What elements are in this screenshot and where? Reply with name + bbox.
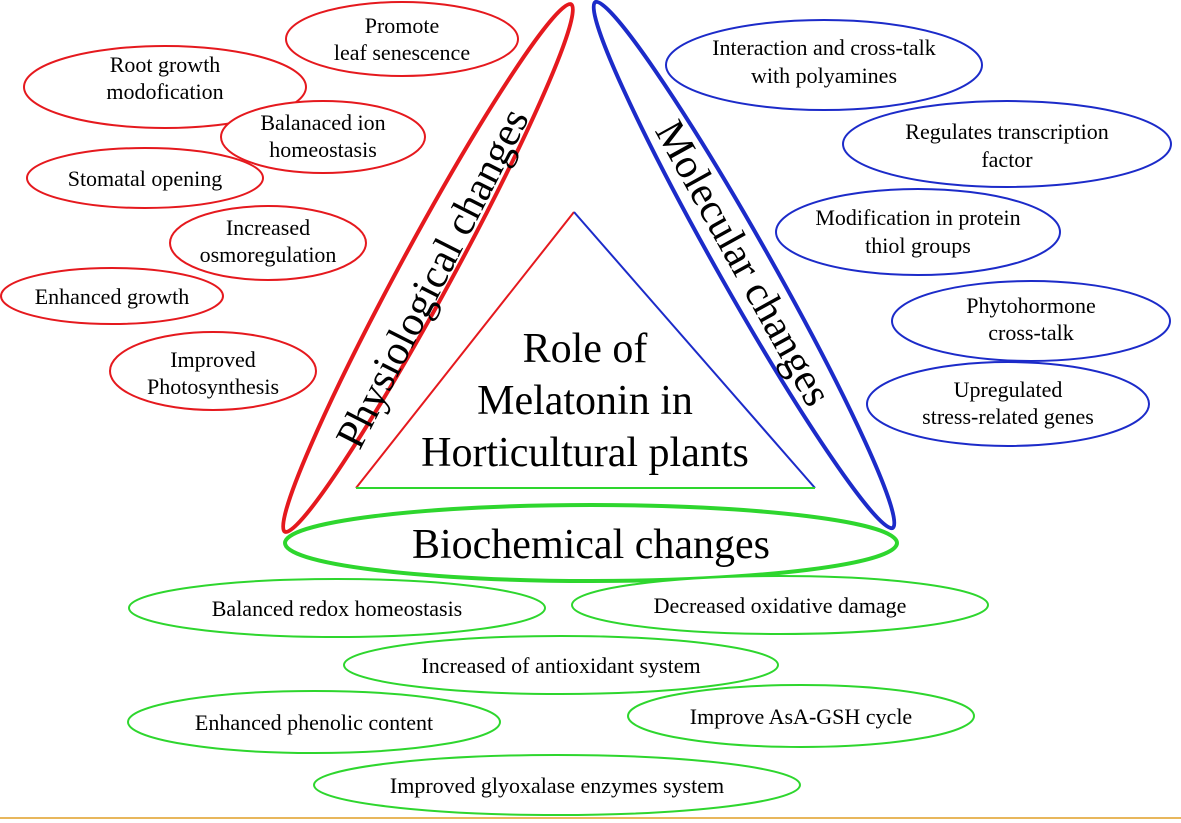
molecular-item: Phytohormone cross-talk (891, 280, 1171, 362)
physiological-item: Increased osmoregulation (169, 205, 367, 281)
item-label: factor (981, 147, 1033, 172)
physiological-item: Improved Photosynthesis (109, 331, 317, 411)
item-label: Promote (365, 13, 440, 38)
biochemical-items: Balanced redox homeostasis Decreased oxi… (127, 575, 989, 816)
item-label: Balanced redox homeostasis (212, 596, 463, 621)
molecular-item: Upregulated stress-related genes (866, 361, 1150, 447)
item-ellipse (285, 1, 519, 77)
item-label: Root growth (110, 52, 221, 77)
physiological-item: Balanaced ion homeostasis (220, 100, 426, 174)
molecular-item: Regulates transcription factor (842, 100, 1172, 188)
item-ellipse (127, 690, 501, 754)
biochemical-item: Improved glyoxalase enzymes system (313, 754, 801, 816)
item-ellipse (571, 575, 989, 635)
item-ellipse (665, 19, 983, 111)
item-ellipse (169, 205, 367, 281)
item-label: leaf senescence (334, 40, 470, 65)
item-label: Upregulated (954, 377, 1063, 402)
item-ellipse (866, 361, 1150, 447)
physiological-item: Root growth modofication (23, 45, 307, 129)
biochemical-item: Decreased oxidative damage (571, 575, 989, 635)
item-label: thiol groups (865, 233, 971, 258)
item-label: Improved glyoxalase enzymes system (390, 773, 724, 798)
item-label: modofication (106, 79, 223, 104)
biochemical-item: Balanced redox homeostasis (128, 578, 546, 638)
item-label: osmoregulation (200, 242, 337, 267)
item-label: Phytohormone (966, 293, 1096, 318)
inner-triangle-left-edge (355, 211, 575, 489)
physiological-item: Stomatal opening (26, 147, 264, 209)
molecular-item: Modification in protein thiol groups (775, 188, 1061, 276)
item-label: stress-related genes (922, 404, 1094, 429)
biochemical-item: Improve AsA-GSH cycle (627, 684, 975, 748)
biochemical-item: Enhanced phenolic content (127, 690, 501, 754)
item-ellipse (343, 635, 779, 695)
molecular-group-ellipse (591, 0, 897, 531)
item-ellipse (220, 100, 426, 174)
item-ellipse (775, 188, 1061, 276)
item-label: Enhanced phenolic content (195, 710, 433, 735)
item-label: Interaction and cross-talk (712, 35, 936, 60)
item-label: Increased (226, 215, 310, 240)
item-ellipse (0, 267, 224, 325)
item-ellipse (627, 684, 975, 748)
molecular-items: Interaction and cross-talk with polyamin… (665, 19, 1172, 447)
molecular-title: Molecular changes (646, 113, 841, 414)
center-title: Role of Melatonin in Horticultural plant… (421, 326, 749, 476)
biochemical-item: Increased of antioxidant system (343, 635, 779, 695)
center-title-line: Melatonin in (477, 378, 693, 424)
item-ellipse (891, 280, 1171, 362)
physiological-items: Promote leaf senescence Root growth modo… (0, 1, 519, 411)
inner-triangle-right-edge (573, 211, 816, 489)
center-title-line: Role of (523, 326, 648, 372)
molecular-item: Interaction and cross-talk with polyamin… (665, 19, 983, 111)
physiological-item: Enhanced growth (0, 267, 224, 325)
item-label: Regulates transcription (905, 119, 1108, 144)
item-ellipse (109, 331, 317, 411)
item-label: Balanaced ion (260, 110, 385, 135)
item-label: Stomatal opening (68, 166, 223, 191)
item-label: Increased of antioxidant system (421, 653, 700, 678)
inner-triangle (355, 211, 816, 489)
item-ellipse (128, 578, 546, 638)
item-ellipse (313, 754, 801, 816)
item-label: with polyamines (751, 63, 897, 88)
item-label: Decreased oxidative damage (654, 593, 907, 618)
item-label: Improved (170, 347, 256, 372)
item-label: homeostasis (269, 137, 377, 162)
item-label: cross-talk (988, 320, 1074, 345)
item-label: Modification in protein (815, 205, 1020, 230)
item-ellipse (842, 100, 1172, 188)
item-ellipse (26, 147, 264, 209)
biochemical-title: Biochemical changes (412, 522, 770, 568)
item-label: Photosynthesis (147, 374, 279, 399)
item-label: Improve AsA-GSH cycle (690, 704, 912, 729)
item-label: Enhanced growth (35, 284, 190, 309)
item-ellipse (23, 45, 307, 129)
biochemical-group-ellipse (283, 503, 899, 583)
physiological-group-ellipse (281, 2, 575, 534)
physiological-item: Promote leaf senescence (285, 1, 519, 77)
center-title-line: Horticultural plants (421, 430, 749, 476)
